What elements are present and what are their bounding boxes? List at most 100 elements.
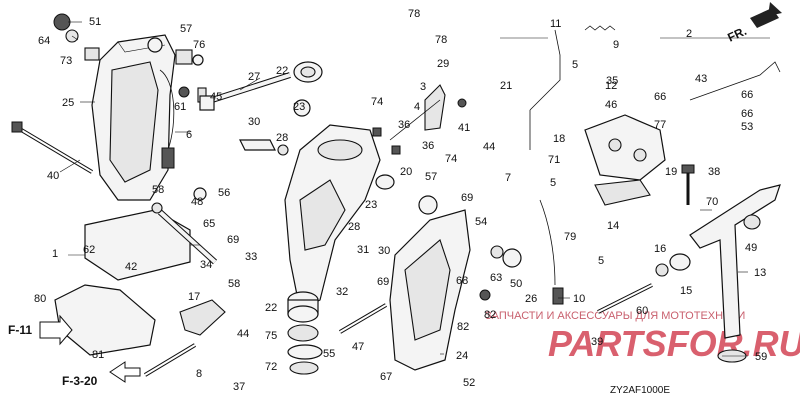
- cable-6: [159, 69, 175, 151]
- callout-57: 57: [180, 23, 192, 35]
- callout-19: 19: [665, 166, 677, 178]
- callout-1: 1: [52, 248, 58, 260]
- bracket-14: [594, 179, 651, 206]
- callout-24: 24: [456, 350, 468, 362]
- callout-33: 33: [245, 251, 257, 263]
- callout-77: 77: [654, 119, 666, 131]
- swivel-shaft-27: [199, 72, 291, 111]
- direction-label: FR.: [725, 24, 748, 45]
- callout-20: 20: [400, 166, 412, 178]
- fitting-26: [552, 287, 564, 305]
- rod-2: [689, 61, 781, 101]
- bushing-50: [502, 248, 522, 268]
- washer-63: [490, 245, 504, 259]
- callout-82a: 82: [457, 321, 469, 333]
- callout-52: 52: [463, 377, 475, 389]
- callout-57b: 57: [425, 171, 437, 183]
- callout-44b: 44: [237, 328, 249, 340]
- callout-69a: 69: [227, 234, 239, 246]
- watermark-brand: PARTSFOR.RU: [548, 323, 800, 364]
- callout-40: 40: [47, 170, 59, 182]
- callout-46: 46: [605, 99, 617, 111]
- callout-49: 49: [745, 242, 757, 254]
- callout-11: 11: [550, 18, 561, 30]
- nut-82: [479, 289, 491, 301]
- callout-73: 73: [60, 55, 72, 67]
- callout-55: 55: [323, 348, 335, 360]
- bushing-57-right: [418, 195, 438, 215]
- callout-50: 50: [510, 278, 522, 290]
- watermark-tagline: ЗАПЧАСТИ И АКСЕССУАРЫ ДЛЯ МОТОТЕХНИКИ: [485, 310, 745, 322]
- callout-68: 68: [456, 275, 468, 287]
- callout-82b: 82: [484, 309, 496, 321]
- callout-9: 9: [613, 39, 619, 51]
- callout-58b: 58: [228, 278, 240, 290]
- tilt-bracket-18: [584, 114, 666, 181]
- front-direction-arrow: [750, 2, 782, 28]
- ring-72: [289, 361, 319, 375]
- callout-23-upper: 23: [293, 101, 305, 113]
- callout-54: 54: [475, 216, 487, 228]
- bolt-41: [457, 98, 467, 108]
- callout-43: 43: [695, 73, 707, 85]
- bolt-40: [11, 121, 94, 174]
- callout-23b: 23: [365, 199, 377, 211]
- callout-25: 25: [62, 97, 74, 109]
- callout-22-upper: 22: [276, 65, 288, 77]
- callout-61: 61: [174, 101, 186, 113]
- part-57: [175, 49, 193, 65]
- callout-74b: 74: [445, 153, 457, 165]
- nut-51: [53, 13, 71, 31]
- callout-71: 71: [548, 154, 560, 166]
- callout-28-upper: 28: [276, 132, 288, 144]
- callout-75: 75: [265, 330, 277, 342]
- callout-81: 81: [92, 349, 104, 361]
- washer-55: [287, 344, 323, 360]
- callout-38: 38: [708, 166, 720, 178]
- callout-27: 27: [248, 71, 260, 83]
- callout-78a: 78: [408, 8, 420, 20]
- reference-arrow-f320: [109, 361, 141, 383]
- callout-60: 60: [636, 305, 648, 317]
- spring-9: [584, 25, 616, 31]
- callout-37: 37: [233, 381, 245, 393]
- callout-69b: 69: [461, 192, 473, 204]
- shaft-34-fill: [158, 210, 217, 264]
- clip-73: [84, 47, 100, 61]
- callout-53: 53: [741, 121, 753, 133]
- callout-21: 21: [500, 80, 512, 92]
- bushing-15: [669, 253, 691, 271]
- callout-47: 47: [352, 341, 364, 353]
- callout-36b: 36: [422, 140, 434, 152]
- callout-35: 35: [606, 75, 618, 87]
- bolt-8: [143, 343, 197, 377]
- callout-58a: 58: [152, 184, 164, 196]
- rod-3: [389, 99, 441, 141]
- bushing-48: [193, 187, 207, 201]
- callout-62: 62: [83, 244, 95, 256]
- tube-79: [539, 199, 556, 286]
- callout-66c: 66: [741, 108, 753, 120]
- callout-31: 31: [357, 244, 369, 256]
- callout-3: 3: [420, 81, 426, 93]
- callout-70: 70: [706, 196, 718, 208]
- drawing-code: ZY2AF1000E: [610, 385, 670, 396]
- callout-63: 63: [490, 272, 502, 284]
- washer-16: [655, 263, 669, 277]
- callout-69c: 69: [377, 276, 389, 288]
- callout-34: 34: [200, 259, 212, 271]
- stern-bracket-left: [91, 34, 176, 201]
- callout-5a: 5: [572, 59, 578, 71]
- callout-66a: 66: [654, 91, 666, 103]
- stern-bracket-right: [389, 209, 471, 371]
- callout-32: 32: [336, 286, 348, 298]
- bolt-36b: [391, 145, 401, 155]
- bolt-60: [597, 283, 653, 314]
- callout-67: 67: [380, 371, 392, 383]
- callout-30b: 30: [378, 245, 390, 257]
- callout-66b: 66: [741, 89, 753, 101]
- callout-17: 17: [188, 291, 200, 303]
- bolt-47: [338, 303, 388, 334]
